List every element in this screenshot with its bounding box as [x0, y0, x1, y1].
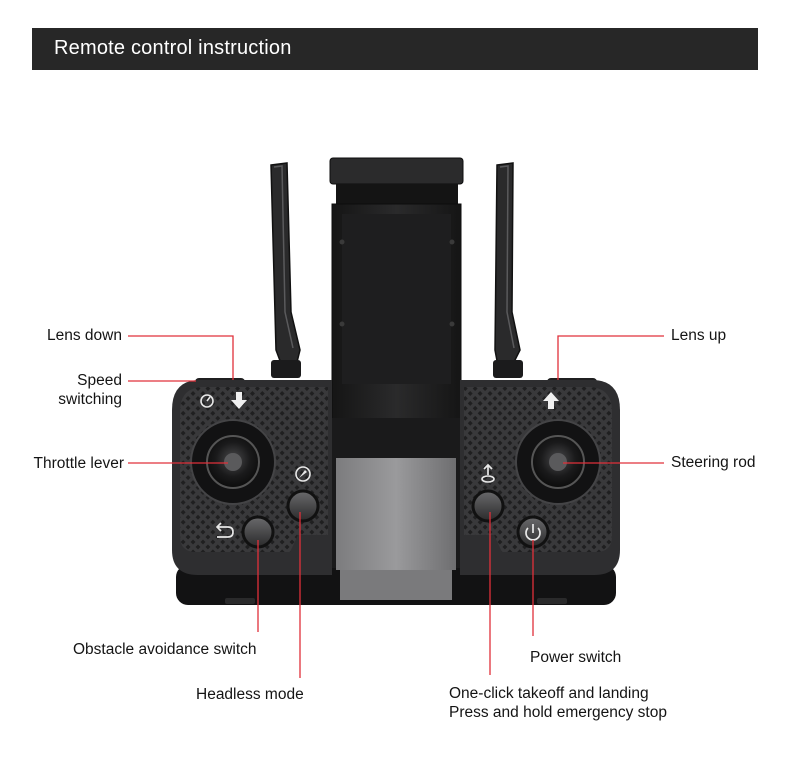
header-bar: Remote control instruction [32, 28, 758, 70]
label-obstacle-avoidance: Obstacle avoidance switch [73, 641, 257, 658]
label-throttle-lever: Throttle lever [33, 455, 124, 472]
compass-icon [295, 466, 311, 482]
callout-lines [128, 335, 664, 678]
page-title: Remote control instruction [54, 37, 292, 59]
throttle-lever[interactable] [190, 419, 276, 505]
left-antenna [270, 162, 301, 378]
takeoff-landing-button[interactable] [471, 489, 505, 523]
takeoff-icon [481, 463, 495, 483]
phone-holder [329, 157, 464, 420]
center-panel [336, 458, 456, 570]
label-power-switch: Power switch [530, 649, 622, 666]
speed-icon [200, 394, 214, 408]
label-headless-mode: Headless mode [196, 686, 304, 703]
label-speed-switching-line1: Speed [77, 372, 122, 389]
label-steering-rod: Steering rod [671, 454, 756, 471]
label-lens-up: Lens up [671, 327, 727, 344]
up-arrow-icon [543, 392, 559, 409]
label-takeoff-landing-line2: Press and hold emergency stop [449, 704, 667, 721]
label-speed-switching-line2: switching [58, 391, 122, 408]
power-icon [525, 524, 541, 541]
label-lens-down: Lens down [47, 327, 122, 344]
headless-mode-button[interactable] [286, 489, 320, 523]
return-icon [215, 522, 234, 538]
down-arrow-icon [231, 392, 247, 409]
label-takeoff-landing-line1: One-click takeoff and landing [449, 685, 649, 702]
steering-rod[interactable] [515, 419, 601, 505]
right-antenna [493, 162, 523, 378]
